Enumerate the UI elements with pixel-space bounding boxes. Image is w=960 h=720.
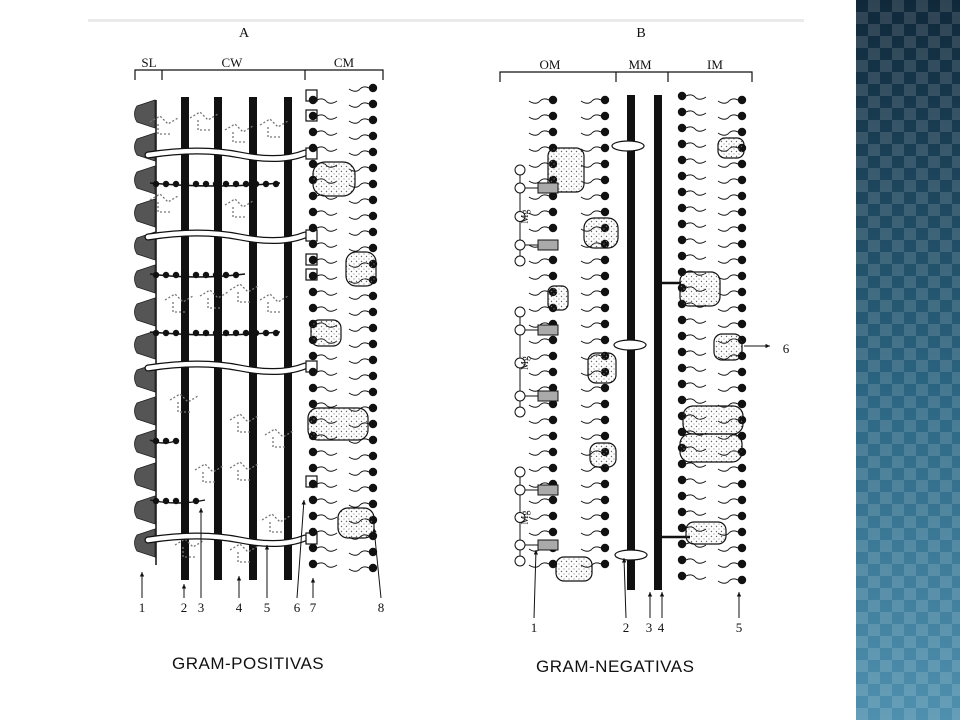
layer-label-sl: SL [141,55,156,70]
decorative-sidebar [856,0,960,720]
murein-connections [658,281,690,539]
panel-b: B OM MM IM [499,26,790,635]
panel-b-leader-arrows [533,343,770,619]
svg-text:Mg: Mg [520,511,531,525]
label-1: 1 [139,600,146,615]
panel-b-numbers: 1 2 3 4 5 6 [531,341,790,635]
panel-a-numbers: 1 2 3 4 5 6 7 8 [139,600,385,615]
panel-b-brackets [499,71,753,82]
cell-envelope-diagram: A SL CW CM [134,26,790,635]
panel-a-label: A [239,26,250,41]
lipoproteins [611,140,648,561]
outer-membrane-proteins [547,147,619,582]
layer-label-cm: CM [334,55,355,70]
inner-membrane-proteins [679,137,745,545]
svg-text:Mg: Mg [520,356,531,370]
teichoic-acid-chains [149,180,281,505]
label-5: 5 [264,600,271,615]
panel-a: A SL CW CM [134,26,385,615]
membrane-proteins-a [307,161,377,539]
label-b-3: 3 [646,620,653,635]
caption-gram-negative: GRAM-NEGATIVAS [536,657,695,676]
svg-text:Mg: Mg [520,210,531,224]
label-b-6: 6 [783,341,790,356]
label-8: 8 [378,600,385,615]
label-b-5: 5 [736,620,743,635]
label-7: 7 [310,600,317,615]
peptidoglycan-layers [181,97,292,580]
layer-label-om: OM [540,57,561,72]
label-3: 3 [198,600,205,615]
layer-label-mm: MM [628,57,652,72]
label-b-4: 4 [658,620,665,635]
peptide-crosslinks [149,111,294,563]
label-b-2: 2 [623,620,630,635]
panel-a-brackets [134,69,384,80]
caption-gram-positive: GRAM-POSITIVAS [172,654,325,673]
label-6: 6 [294,600,301,615]
title-divider [88,19,804,22]
label-2: 2 [181,600,188,615]
label-b-1: 1 [531,620,538,635]
panel-b-label: B [636,26,645,41]
layer-label-cw: CW [222,55,244,70]
layer-label-im: IM [707,57,723,72]
panel-a-leader-arrows [139,499,382,599]
label-4: 4 [236,600,243,615]
